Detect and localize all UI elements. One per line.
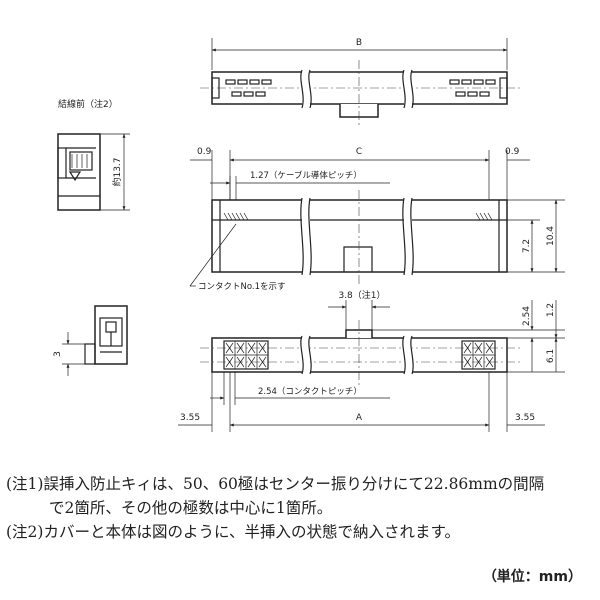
cable-pitch-label: 1.27（ケーブル導体ピッチ）: [250, 170, 362, 181]
dim-0-9-left-label: 0.9: [197, 147, 212, 157]
dim-0-9-right-label: 0.9: [505, 147, 520, 157]
notes: (注1) 誤挿入防止キィは、50、60極はセンター振り分けにて22.86mmの間…: [6, 472, 598, 544]
contact-slots-right: [449, 79, 496, 97]
note-2-mark: (注2): [6, 523, 44, 541]
dim-3-55-right-label: 3.55: [515, 413, 535, 423]
approx-13-7-label: 約13.7: [111, 157, 123, 186]
unit-label: （単位：mm）: [482, 569, 582, 585]
contact-grid-left: [223, 340, 269, 370]
note-1: (注1) 誤挿入防止キィは、50、60極はセンター振り分けにて22.86mmの間…: [6, 472, 598, 496]
dim-3-label: 3: [53, 351, 63, 357]
dim-b-label: B: [356, 38, 362, 48]
end-view: 3: [53, 305, 128, 376]
dim-a-label: A: [356, 413, 363, 423]
contact-pitch-label: 2.54（コンタクトピッチ）: [258, 386, 362, 397]
dim-2-54-label: 2.54: [522, 306, 532, 326]
note-2: (注2) カバーと本体は図のように、半挿入の状態で納入されます。: [6, 520, 598, 544]
contact-slots-left: [225, 79, 272, 97]
contact-grid-right: [461, 340, 496, 370]
note-1-mark: (注1): [6, 475, 44, 493]
front-view: C 0.9 0.9 1.27（ケーブル導体ピッチ）: [189, 147, 565, 292]
top-view: B: [200, 38, 520, 125]
dim-10-4-label: 10.4: [546, 226, 556, 246]
dim-1-2-label: 1.2: [546, 303, 556, 317]
key-3-8-label: 3.8（注1）: [338, 289, 385, 301]
dim-7-2-label: 7.2: [522, 239, 532, 253]
note-1-continuation: で2箇所、その他の極数は中心に1箇所。: [49, 499, 333, 517]
dim-6-1-label: 6.1: [546, 349, 556, 363]
note-2-text: カバーと本体は図のように、半挿入の状態で納入されます。: [43, 523, 460, 541]
side-view-before-crimp: 結線前（注2） 約13.7: [57, 98, 130, 211]
cable-conductors: [223, 212, 493, 221]
before-crimp-label: 結線前（注2）: [58, 98, 118, 110]
connector-drawing: B: [53, 38, 565, 432]
dim-3-55-left-label: 3.55: [180, 413, 200, 423]
note-1-text: 誤挿入防止キィは、50、60極はセンター振り分けにて22.86mmの間隔: [43, 475, 545, 493]
bottom-view: 3.8（注1）: [178, 289, 565, 432]
dim-c-label: C: [356, 147, 362, 157]
contact-no1-label: コンタクトNo.1を示す: [198, 282, 286, 292]
